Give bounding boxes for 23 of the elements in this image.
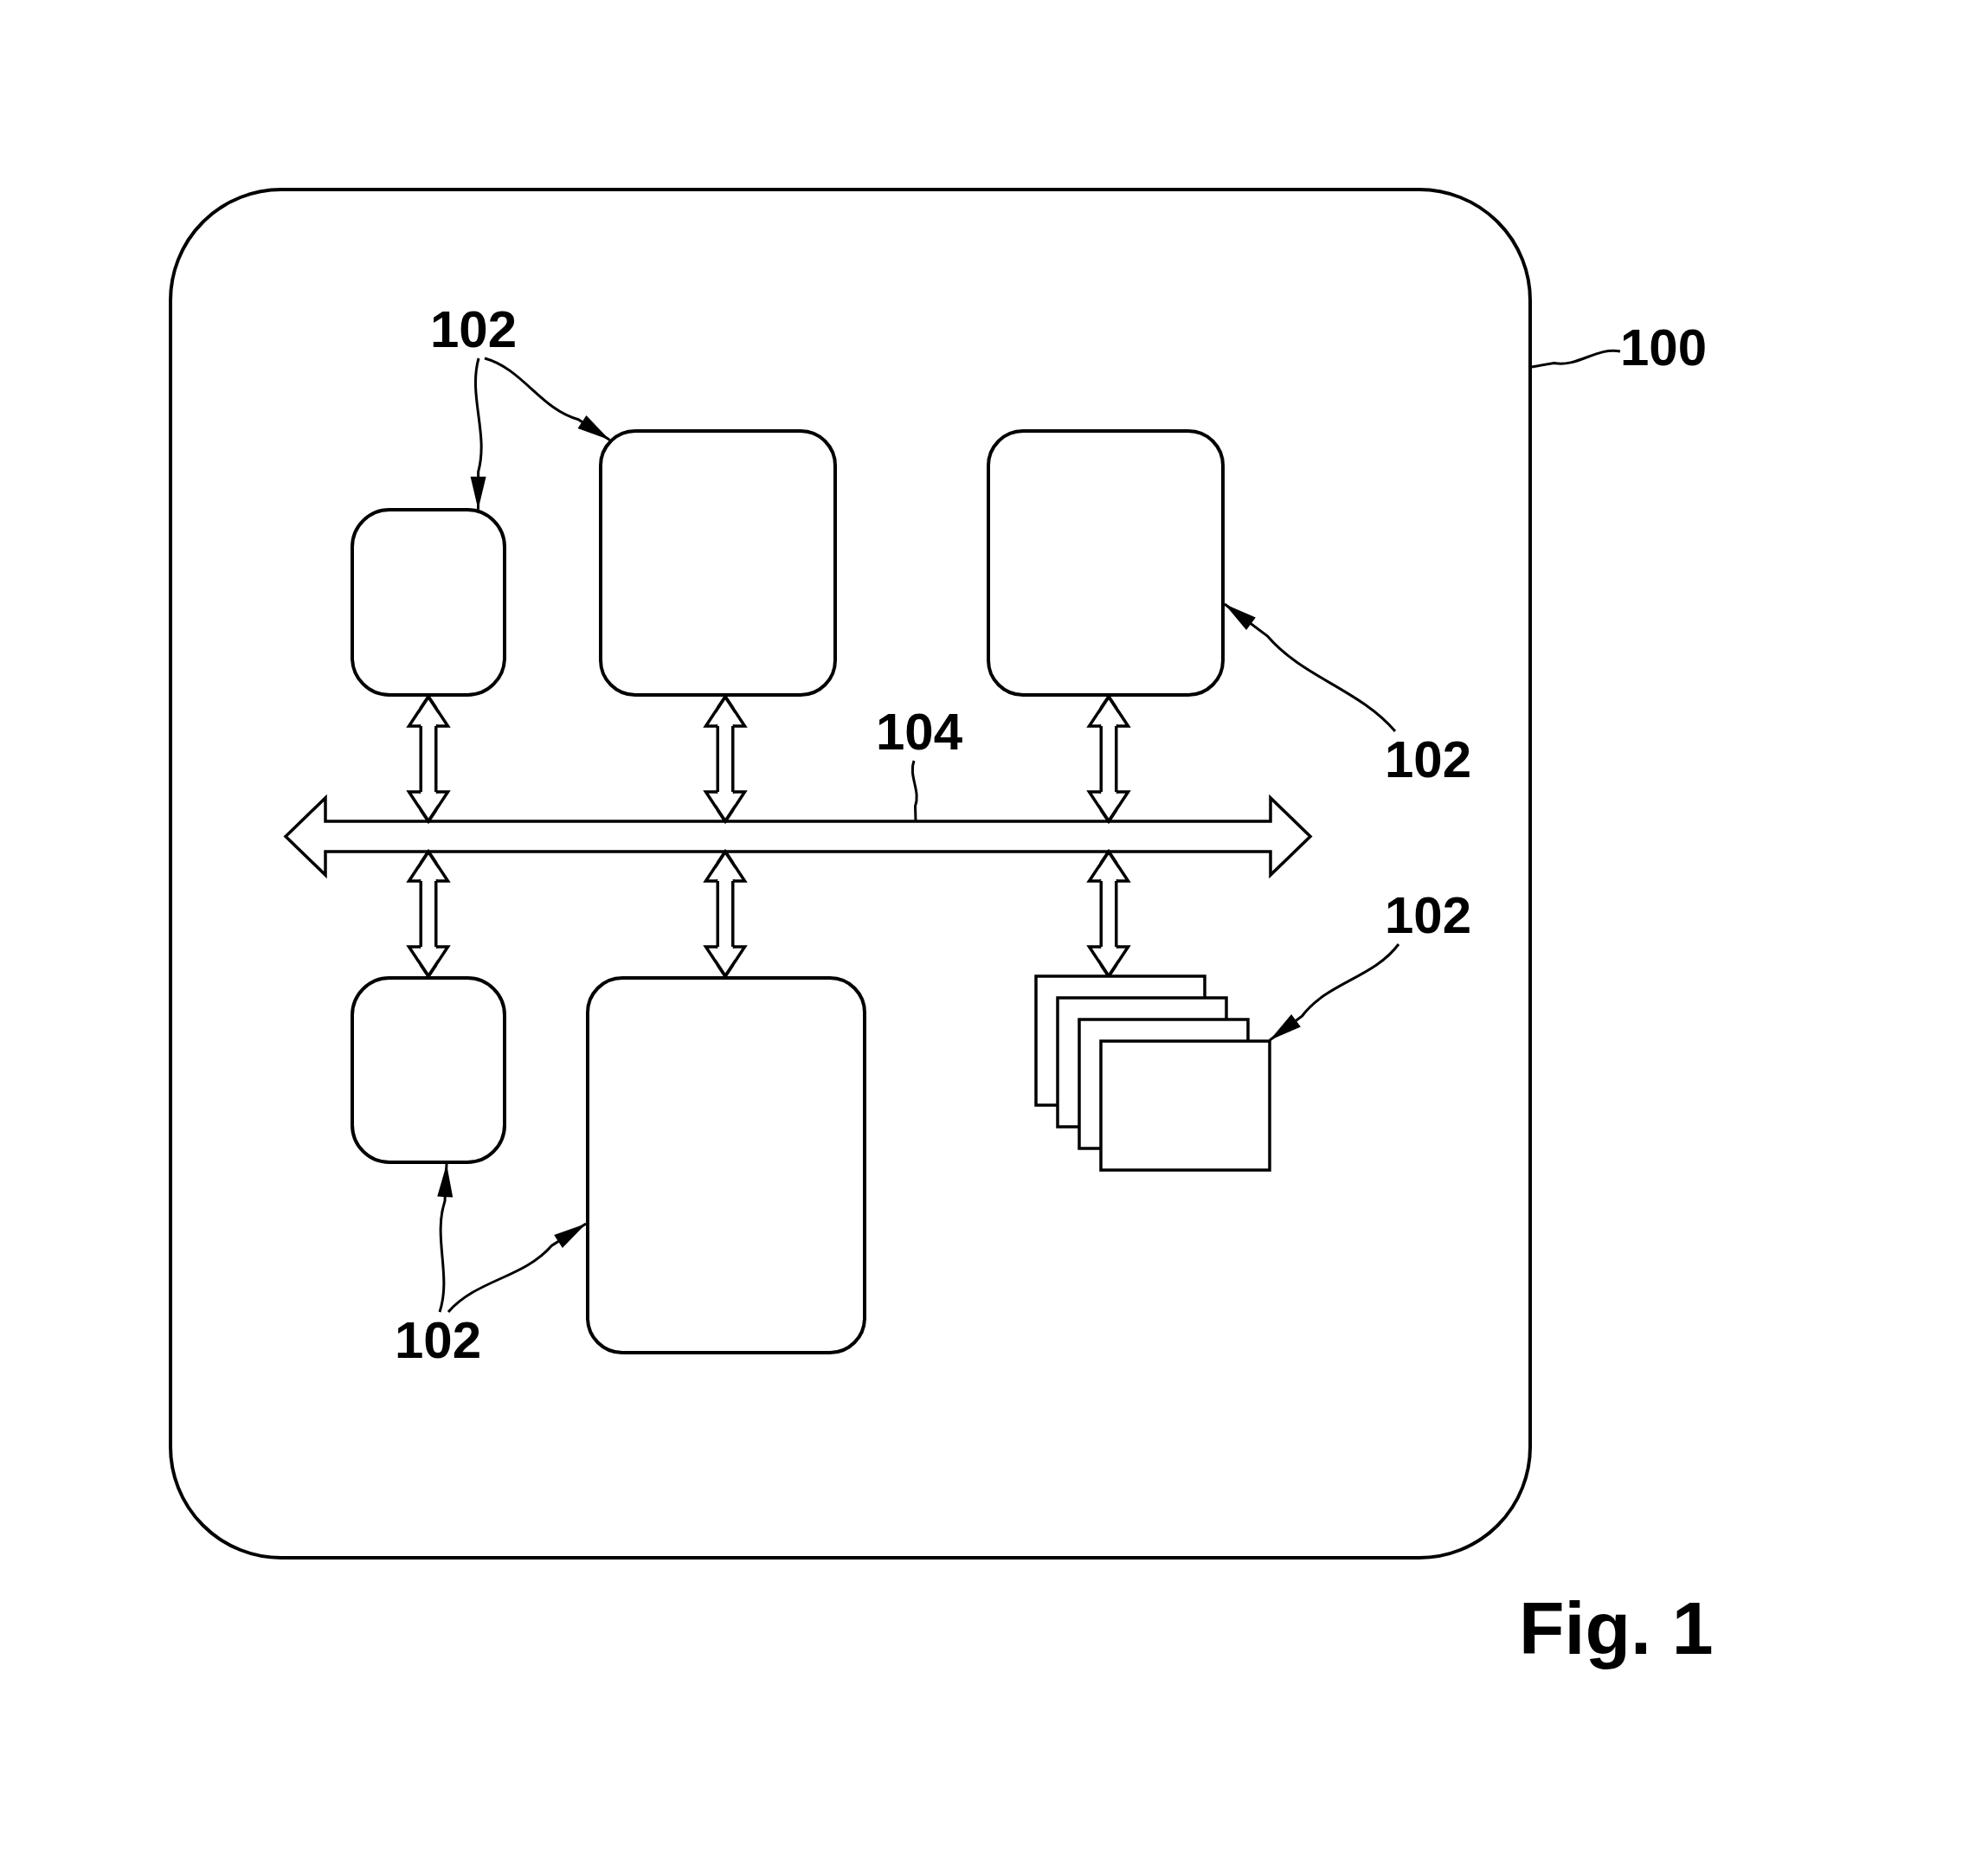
leader-line <box>470 357 486 510</box>
leader-line <box>1224 602 1397 733</box>
leader-line <box>484 357 611 441</box>
module-box <box>351 508 506 697</box>
leader-line <box>437 1163 454 1313</box>
leader-line <box>910 760 918 822</box>
module-box <box>987 429 1225 697</box>
module-box <box>599 429 837 697</box>
leader-line <box>447 1222 587 1314</box>
reference-numeral: 102 <box>1385 887 1471 944</box>
reference-numeral: 104 <box>876 704 962 761</box>
reference-numeral: 100 <box>1620 319 1707 376</box>
bus-arrow <box>282 794 1314 878</box>
stacked-modules <box>1034 974 1272 1172</box>
reference-numeral: 102 <box>395 1312 481 1369</box>
module-box <box>351 976 506 1164</box>
module-box <box>586 976 866 1354</box>
figure-caption: Fig. 1 <box>1519 1585 1714 1671</box>
reference-numeral: 102 <box>1385 731 1471 788</box>
reference-numeral: 102 <box>430 301 517 358</box>
leader-line <box>1531 349 1621 369</box>
leader-line <box>1269 943 1400 1042</box>
device-outline <box>169 188 1532 1560</box>
